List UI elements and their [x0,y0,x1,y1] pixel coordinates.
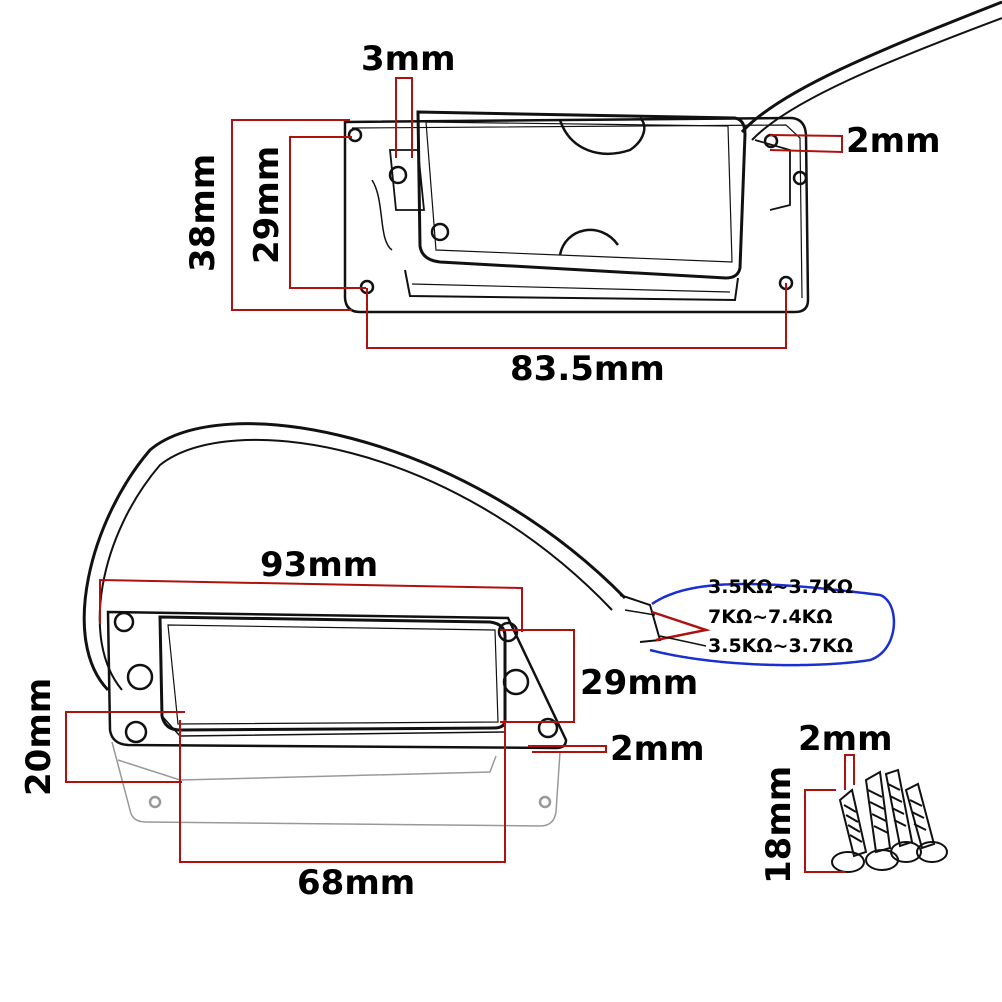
side-pickup-drawing [82,422,662,827]
side-dimension-lines [65,578,607,863]
screw-length-label: 18mm [759,765,799,884]
side-plate-thickness-label: 2mm [610,729,705,769]
side-cover-length-label: 68mm [297,863,416,903]
side-height-label: 20mm [19,677,59,796]
side-cover-width-label: 29mm [580,663,699,703]
screw-dimension-lines [804,754,855,873]
wiring-diagram [649,582,896,667]
side-plate-length-label: 93mm [260,545,379,585]
top-hole-spacing-width-label: 83.5mm [510,349,665,389]
top-plate-height-label: 38mm [183,153,223,272]
top-pickup-drawing [343,0,1002,314]
top-dimension-lines [231,77,843,349]
resistance-label-1: 3.5KΩ~3.7KΩ [708,576,853,598]
top-hole-diameter-label: 2mm [846,121,941,161]
resistance-label-2: 7KΩ~7.4KΩ [708,606,833,628]
screws-drawing [831,768,948,873]
resistance-label-3: 3.5KΩ~3.7KΩ [708,635,853,657]
screw-diameter-label: 2mm [798,719,893,759]
top-hole-spacing-height-label: 29mm [247,145,287,264]
top-slot-width-label: 3mm [361,39,456,79]
